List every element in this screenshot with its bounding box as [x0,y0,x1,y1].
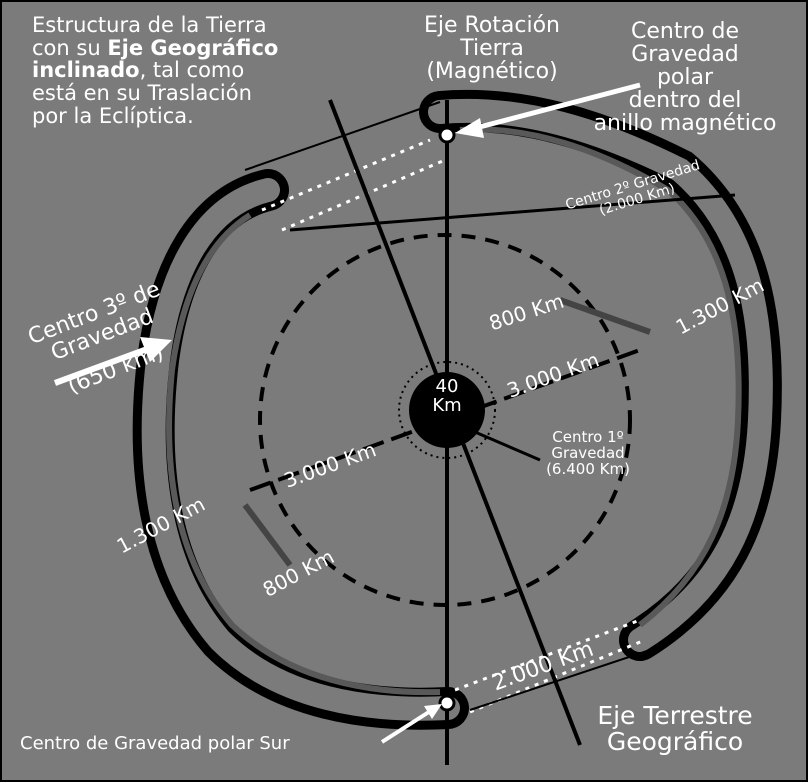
intro-line-2: con su Eje Geográfico [32,35,279,60]
geo-axis-line-2: Geográfico [606,727,744,757]
geographic-axis-label: Eje Terrestre Geográfico [570,701,780,757]
right-ring-core [428,98,773,652]
geo-axis-line-1: Eje Terrestre [597,701,753,730]
core-line-1: 40 [435,376,459,397]
diameter-line [249,348,641,492]
north-center-line-3: polar [656,65,714,91]
intro-line-2-bold: Eje Geográfico [107,35,279,60]
intro-caption: Estructura de la Tierra con su Eje Geogr… [32,14,278,127]
north-center-line-2: Gravedad [631,42,739,68]
north-pointer-arrowhead [455,118,484,138]
rotation-axis-line-2: Tierra [460,36,524,62]
north-pole-point [438,126,456,144]
band-edge-line-mid [289,193,736,232]
north-pointer-arrow [467,82,641,133]
intro-line-1: Estructura de la Tierra [32,13,267,37]
rotation-axis-line-1: Eje Rotación [423,13,561,38]
left-ring-core [141,178,460,721]
north-polar-band [261,138,431,212]
left-ring-inner-line [166,212,441,696]
third-center-arrow [53,345,152,386]
intro-line-2-pre: con su [32,35,108,60]
north-center-line-5: anillo magnético [593,111,777,137]
intro-line-3-post: , tal como [139,58,245,83]
south-pointer-arrowhead [424,704,442,719]
intro-line-4: está en su Traslación [32,81,252,106]
core-label: 40 Km [417,376,477,416]
north-gravity-center-label: Centro de Gravedad polar dentro del anil… [580,19,790,137]
third-center-arrowhead [140,337,172,362]
first-center-line-2: Gravedad [551,443,625,462]
first-gravity-center-label: Centro 1º Gravedad (6.400 Km) [533,428,643,478]
marker-800-upper [558,297,652,335]
band-edge-line-bottom [469,649,651,711]
south-pointer-arrow [380,708,434,744]
first-center-line-1: Centro 1º [552,428,624,446]
south-gravity-center-label: Centro de Gravedad polar Sur [20,733,290,754]
south-pole-point [438,694,456,712]
marker-800-lower [242,503,293,567]
rotation-axis-line-3: (Magnético) [426,59,558,85]
first-center-line-3: (6.400 Km) [546,459,630,478]
north-center-line-1: Centro de [631,19,739,44]
intro-line-3: inclinado, tal como [32,59,278,82]
right-ring-inner-line [459,126,742,628]
intro-line-5: por la Eclíptica. [32,103,194,128]
intro-line-3-bold: inclinado [32,58,140,83]
core-halo [398,361,496,459]
south-polar-band [454,618,641,692]
rotation-axis-label: Eje Rotación Tierra (Magnético) [402,14,582,83]
core-sphere [409,372,485,448]
north-center-line-4: dentro del [628,88,742,114]
core-line-2: Km [432,394,462,416]
